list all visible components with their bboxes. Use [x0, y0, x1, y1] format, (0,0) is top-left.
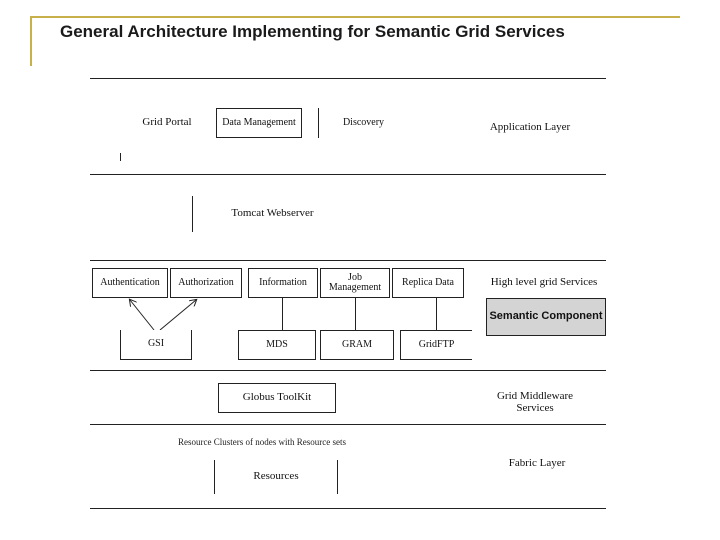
arrow-gsi-authentication [130, 300, 155, 331]
separator-line [90, 174, 606, 175]
separator-line [90, 370, 606, 371]
authentication-box: Authentication [92, 268, 168, 298]
gridftp-box: GridFTP [400, 330, 472, 360]
separator-line [90, 424, 606, 425]
application-layer-label: Application Layer [489, 121, 571, 133]
connector-line [436, 298, 437, 330]
mds-box: MDS [238, 330, 316, 360]
title-frame-top [30, 16, 680, 18]
connector-line [355, 298, 356, 330]
discovery-box: Discovery [318, 108, 408, 138]
job-management-box: Job Management [320, 268, 390, 298]
resources-box: Resources [214, 460, 338, 494]
separator-line [90, 78, 606, 79]
tomcat-webserver-box: Tomcat Webserver [192, 196, 352, 232]
semantic-component-box: Semantic Component [486, 298, 606, 336]
slide-title: General Architecture Implementing for Se… [60, 22, 565, 41]
globus-toolkit-box: Globus ToolKit [218, 383, 336, 413]
separator-line [90, 260, 606, 261]
fabric-layer-label: Fabric Layer [508, 457, 566, 469]
grid-portal-label: Grid Portal [120, 93, 214, 153]
authorization-box: Authorization [170, 268, 242, 298]
connector-line [282, 298, 283, 330]
grid-middleware-label: Grid Middleware Services [496, 390, 574, 415]
gram-box: GRAM [320, 330, 394, 360]
replica-data-box: Replica Data [392, 268, 464, 298]
information-box: Information [248, 268, 318, 298]
arrow-gsi-authorization [159, 300, 196, 331]
resource-clusters-note: Resource Clusters of nodes with Resource… [178, 437, 346, 447]
title-frame-left [30, 16, 32, 66]
separator-line [90, 508, 606, 509]
data-management-box: Data Management [216, 108, 302, 138]
gsi-box: GSI [120, 330, 192, 360]
high-level-services-label: High level grid Services [490, 276, 598, 288]
